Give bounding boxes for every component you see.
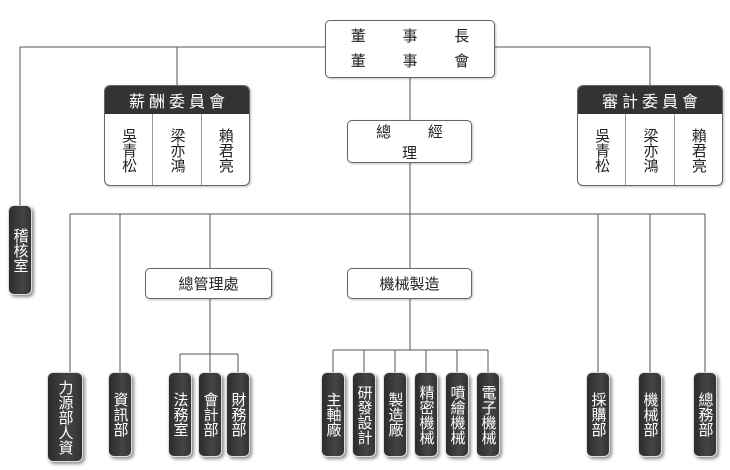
- board-box[interactable]: 董 事 長 董 事 會: [325, 20, 495, 78]
- legal-office-label: 法務室: [171, 392, 190, 437]
- general-manager-label: 總 經 理: [376, 122, 459, 162]
- procurement-department-label: 採購部: [589, 392, 608, 437]
- admin-division-box[interactable]: 總管理處: [145, 268, 272, 299]
- machinery-department-box[interactable]: 機械部: [638, 372, 662, 457]
- spindle-factory-label: 主軸廠: [324, 392, 343, 437]
- compensation-committee-members: 吳青松 梁亦鴻 賴君亮: [105, 114, 249, 185]
- audit-office-label: 稽核室: [11, 227, 30, 273]
- machinery-division-box[interactable]: 機械製造: [347, 268, 472, 299]
- committee-member: 梁亦鴻: [153, 114, 202, 185]
- general-manager-box[interactable]: 總 經 理: [347, 120, 472, 163]
- machinery-department-label: 機械部: [641, 392, 660, 437]
- precision-machinery-box[interactable]: 精密機械: [414, 372, 438, 457]
- audit-committee[interactable]: 審計委員會 吳青松 梁亦鴻 賴君亮: [577, 85, 723, 186]
- compensation-committee-title: 薪酬委員會: [105, 86, 249, 114]
- procurement-department-box[interactable]: 採購部: [586, 372, 610, 457]
- spindle-factory-box[interactable]: 主軸廠: [321, 372, 345, 457]
- manufacturing-plant-label: 製造廠: [386, 392, 405, 437]
- finance-department-box[interactable]: 財務部: [226, 372, 250, 457]
- precision-machinery-label: 精密機械: [417, 384, 436, 445]
- hr-department-box[interactable]: 力源部人資: [47, 372, 83, 462]
- audit-committee-title: 審計委員會: [578, 86, 722, 114]
- audit-committee-members: 吳青松 梁亦鴻 賴君亮: [578, 114, 722, 185]
- admin-division-label: 總管理處: [178, 275, 239, 293]
- chairman-label: 董 事 長: [350, 27, 486, 45]
- machinery-division-label: 機械製造: [379, 275, 440, 293]
- committee-member: 梁亦鴻: [626, 114, 675, 185]
- committee-member: 賴君亮: [689, 128, 708, 173]
- general-affairs-department-box[interactable]: 總務部: [693, 372, 717, 457]
- spray-machinery-label: 噴繪機械: [448, 384, 467, 445]
- it-department-box[interactable]: 資訊部: [108, 372, 132, 457]
- accounting-department-label: 會計部: [201, 392, 220, 437]
- accounting-department-box[interactable]: 會計部: [198, 372, 222, 457]
- finance-department-label: 財務部: [229, 392, 248, 437]
- compensation-committee[interactable]: 薪酬委員會 吳青松 梁亦鴻 賴君亮: [104, 85, 250, 186]
- electronic-machinery-label: 電子機械: [479, 384, 498, 445]
- hr-department-label: 力源部人資: [56, 379, 75, 455]
- manufacturing-plant-box[interactable]: 製造廠: [383, 372, 407, 457]
- committee-member: 吳青松: [105, 114, 154, 185]
- committee-member: 吳青松: [578, 114, 627, 185]
- spray-machinery-box[interactable]: 噴繪機械: [445, 372, 469, 457]
- board-of-directors-label: 董 事 會: [350, 52, 486, 70]
- electronic-machinery-box[interactable]: 電子機械: [476, 372, 500, 457]
- legal-office-box[interactable]: 法務室: [168, 372, 192, 457]
- general-affairs-department-label: 總務部: [696, 392, 715, 437]
- committee-member: 賴君亮: [216, 128, 235, 173]
- rd-design-box[interactable]: 研發設計: [352, 372, 376, 457]
- audit-office-box[interactable]: 稽核室: [8, 205, 32, 295]
- rd-design-label: 研發設計: [355, 384, 374, 445]
- it-department-label: 資訊部: [111, 392, 130, 437]
